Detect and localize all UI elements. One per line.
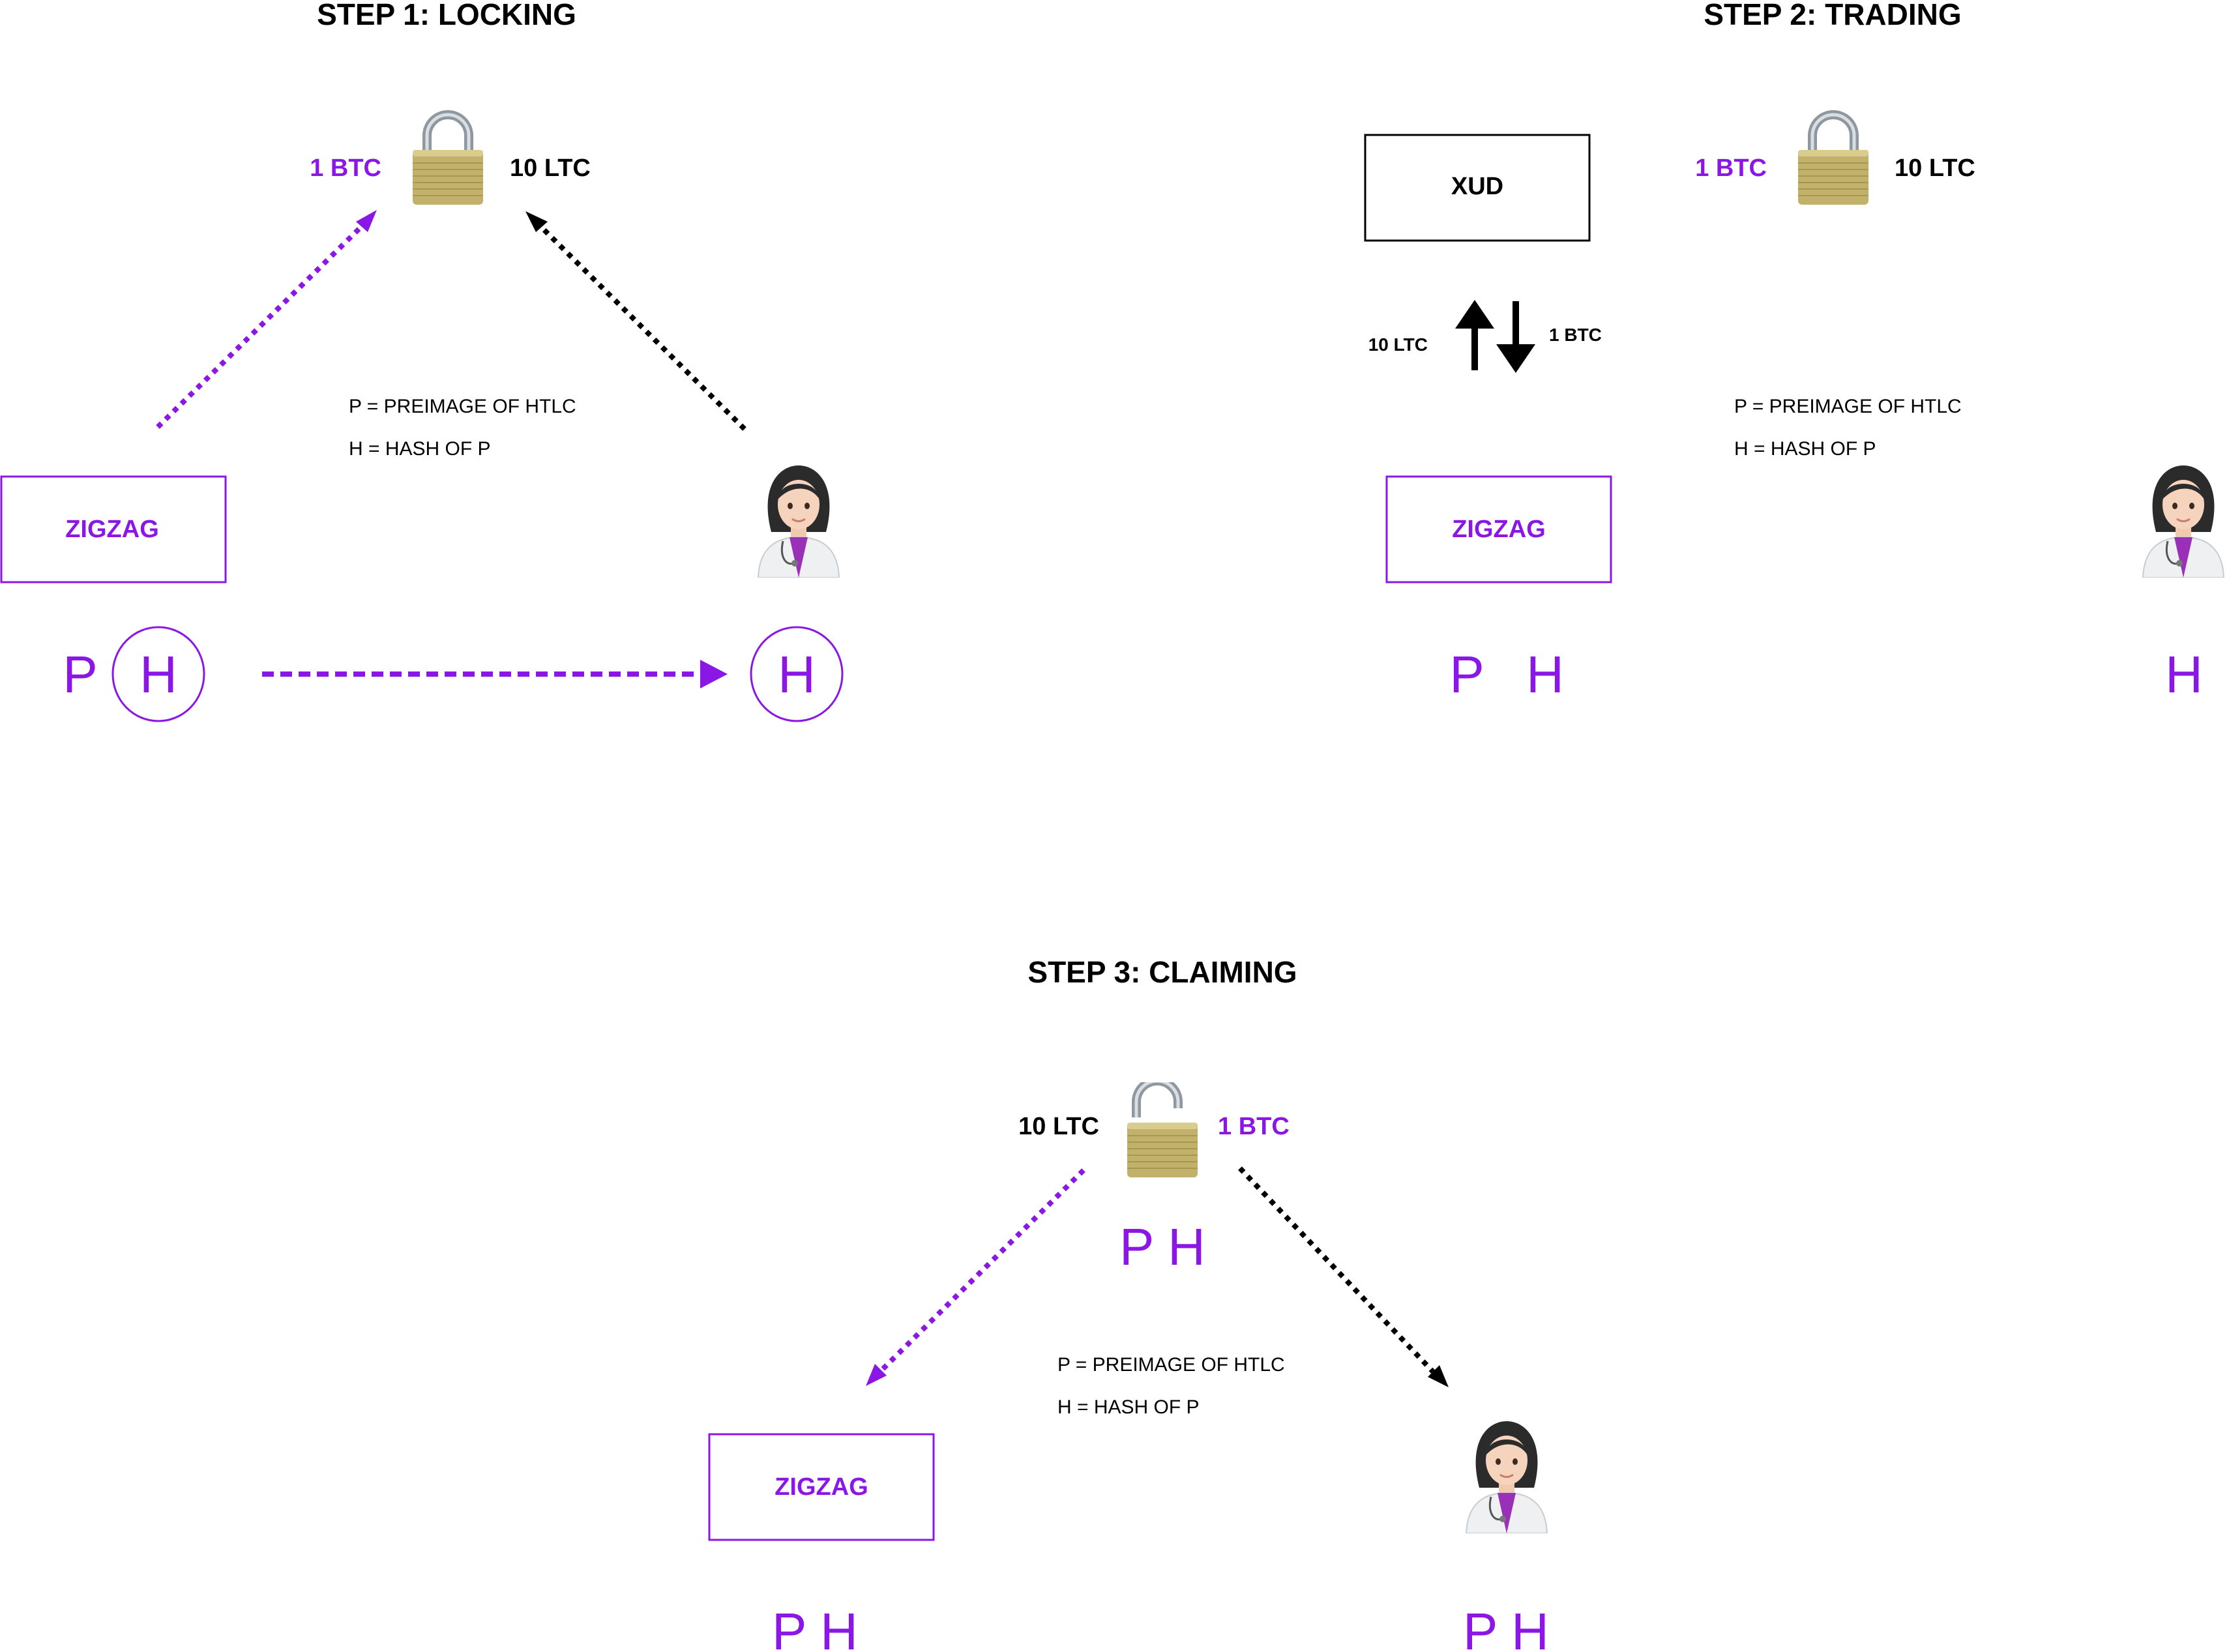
step2-swap-ltc: 10 LTC — [1368, 334, 1428, 355]
step3-taker-claim-arrow — [1238, 1166, 1435, 1374]
step1-legend-preimage: P = PREIMAGE OF HTLC — [349, 396, 576, 417]
step2-xud-box — [1364, 134, 1591, 242]
step1-maker-p: P — [63, 645, 97, 703]
step3-zigzag-box — [708, 1433, 935, 1541]
step1-taker-h: H — [778, 645, 816, 703]
step2-legend-preimage: P = PREIMAGE OF HTLC — [1734, 396, 1962, 417]
step2-title: STEP 2: TRADING — [1704, 0, 1961, 31]
step3-taker-claim-arrowhead — [1428, 1365, 1449, 1387]
step3-legend-preimage: P = PREIMAGE OF HTLC — [1057, 1354, 1285, 1376]
step3-taker-ph: P H — [1463, 1602, 1549, 1652]
lock-closed-icon — [413, 115, 483, 205]
step2-zigzag-box — [1385, 475, 1612, 583]
step2-zigzag-label: ZIGZAG — [1452, 516, 1546, 543]
step1-legend-hash: H = HASH OF P — [349, 438, 491, 460]
step1-taker-arrowhead — [525, 211, 548, 232]
step1-title: STEP 1: LOCKING — [317, 0, 576, 31]
step1-zigzag-box — [0, 475, 227, 583]
step1-taker-lock-arrow — [537, 222, 746, 431]
step2-xud-label: XUD — [1451, 173, 1503, 200]
arrow-up-icon — [1455, 300, 1494, 370]
step3-maker-claim-arrow — [878, 1168, 1085, 1374]
step3-title: STEP 3: CLAIMING — [1027, 955, 1297, 989]
step2-taker-h: H — [2165, 645, 2203, 703]
step1-maker-h: H — [140, 645, 177, 703]
step3-woman-doctor-icon — [1465, 1420, 1548, 1533]
step1-btc-amount: 1 BTC — [310, 155, 381, 182]
step1-maker-arrowhead — [356, 210, 377, 232]
step2-maker-p: P — [1449, 645, 1484, 703]
step2-legend-hash: H = HASH OF P — [1734, 438, 1876, 460]
step3-ltc-amount: 10 LTC — [1018, 1113, 1099, 1140]
step3-btc-amount: 1 BTC — [1218, 1113, 1290, 1140]
lock-open-icon — [1127, 1081, 1198, 1177]
step1-ltc-amount: 10 LTC — [510, 155, 591, 182]
step3-legend-hash: H = HASH OF P — [1057, 1396, 1200, 1418]
step1-maker-h-circle — [111, 626, 205, 722]
step2-swap-btc: 1 BTC — [1549, 325, 1602, 345]
step2-woman-doctor-icon — [2142, 464, 2225, 578]
step1-woman-doctor-icon — [757, 464, 840, 578]
step2-maker-h: H — [1526, 645, 1564, 703]
step1-hash-share-arrowhead — [700, 660, 728, 688]
step1-maker-lock-arrow — [156, 221, 367, 429]
step3-maker-claim-arrowhead — [866, 1364, 887, 1386]
step1-zigzag-label: ZIGZAG — [65, 516, 159, 543]
arrow-down-icon — [1496, 301, 1535, 373]
step2-lock-closed-icon — [1798, 115, 1868, 205]
step1-taker-h-circle — [750, 626, 844, 722]
step3-zigzag-label: ZIGZAG — [775, 1473, 868, 1501]
step2-btc-amount: 1 BTC — [1695, 155, 1767, 182]
step2-ltc-amount: 10 LTC — [1895, 155, 1975, 182]
step3-maker-ph: P H — [772, 1602, 858, 1652]
step3-lock-ph: P H — [1119, 1218, 1205, 1276]
